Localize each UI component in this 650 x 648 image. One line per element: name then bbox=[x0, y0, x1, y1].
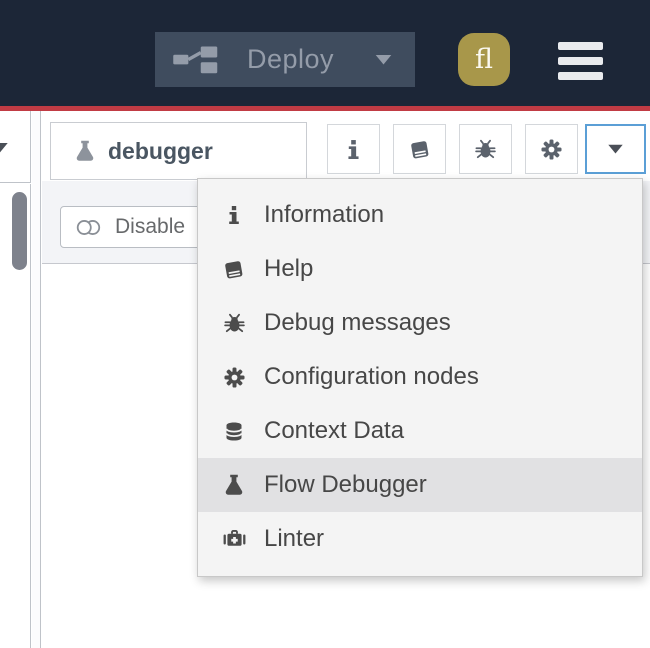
bug-icon bbox=[475, 139, 496, 158]
workspace-scrollbar-track[interactable] bbox=[0, 184, 31, 648]
deploy-icon bbox=[173, 46, 218, 74]
workspace-scrollbar-thumb[interactable] bbox=[12, 192, 27, 270]
menu-item-label: Help bbox=[264, 255, 314, 282]
menu-item-label: Flow Debugger bbox=[264, 471, 427, 498]
deploy-button-label: Deploy bbox=[247, 44, 335, 74]
book-icon bbox=[220, 259, 248, 280]
toggle-icon bbox=[76, 219, 101, 235]
menu-item-label: Information bbox=[264, 201, 385, 228]
deploy-options-caret-icon[interactable] bbox=[374, 53, 393, 66]
flask-icon bbox=[220, 474, 248, 496]
medkit-icon bbox=[220, 529, 248, 550]
gear-icon bbox=[220, 366, 248, 389]
hamburger-bar bbox=[558, 57, 603, 65]
menu-item-debug-messages[interactable]: Debug messages bbox=[198, 296, 642, 350]
hamburger-bar bbox=[558, 42, 603, 50]
information-button[interactable] bbox=[327, 124, 380, 174]
help-button[interactable] bbox=[393, 124, 446, 174]
hamburger-bar bbox=[558, 72, 603, 80]
caret-down-icon bbox=[608, 144, 623, 154]
configuration-nodes-button[interactable] bbox=[525, 124, 578, 174]
gear-icon bbox=[541, 138, 562, 160]
disable-button-label: Disable bbox=[115, 215, 186, 238]
info-icon bbox=[220, 205, 248, 225]
user-avatar[interactable]: fl bbox=[458, 33, 510, 86]
menu-item-label: Configuration nodes bbox=[264, 363, 479, 390]
menu-item-linter[interactable]: Linter bbox=[198, 512, 642, 566]
hamburger-icon[interactable] bbox=[558, 42, 603, 80]
menu-item-label: Context Data bbox=[264, 417, 405, 444]
chevron-down-icon bbox=[0, 143, 8, 153]
sidebar-tab-debugger[interactable]: debugger bbox=[50, 122, 307, 180]
panel-options-menu: Information Help bbox=[197, 178, 643, 577]
database-icon bbox=[220, 421, 248, 442]
deploy-button[interactable]: Deploy bbox=[155, 32, 415, 87]
debug-messages-button[interactable] bbox=[459, 124, 512, 174]
book-icon bbox=[410, 140, 428, 158]
app-header: Deploy fl bbox=[0, 0, 650, 106]
menu-item-information[interactable]: Information bbox=[198, 188, 642, 242]
panel-options-button[interactable] bbox=[585, 124, 646, 174]
menu-item-configuration-nodes[interactable]: Configuration nodes bbox=[198, 350, 642, 404]
workspace-dropdown-button[interactable] bbox=[0, 111, 31, 183]
menu-item-label: Linter bbox=[264, 525, 325, 552]
bug-icon bbox=[220, 312, 248, 335]
info-icon bbox=[348, 139, 359, 159]
menu-item-label: Debug messages bbox=[264, 309, 451, 336]
menu-item-context-data[interactable]: Context Data bbox=[198, 404, 642, 458]
menu-item-help[interactable]: Help bbox=[198, 242, 642, 296]
menu-item-flow-debugger[interactable]: Flow Debugger bbox=[198, 458, 642, 512]
disable-button[interactable]: Disable bbox=[60, 206, 218, 248]
flask-icon bbox=[76, 140, 94, 161]
avatar-initials: fl bbox=[474, 44, 493, 75]
header-accent-line bbox=[0, 106, 650, 111]
sidebar-splitter[interactable] bbox=[32, 111, 41, 648]
sidebar-tab-label: debugger bbox=[108, 137, 213, 164]
